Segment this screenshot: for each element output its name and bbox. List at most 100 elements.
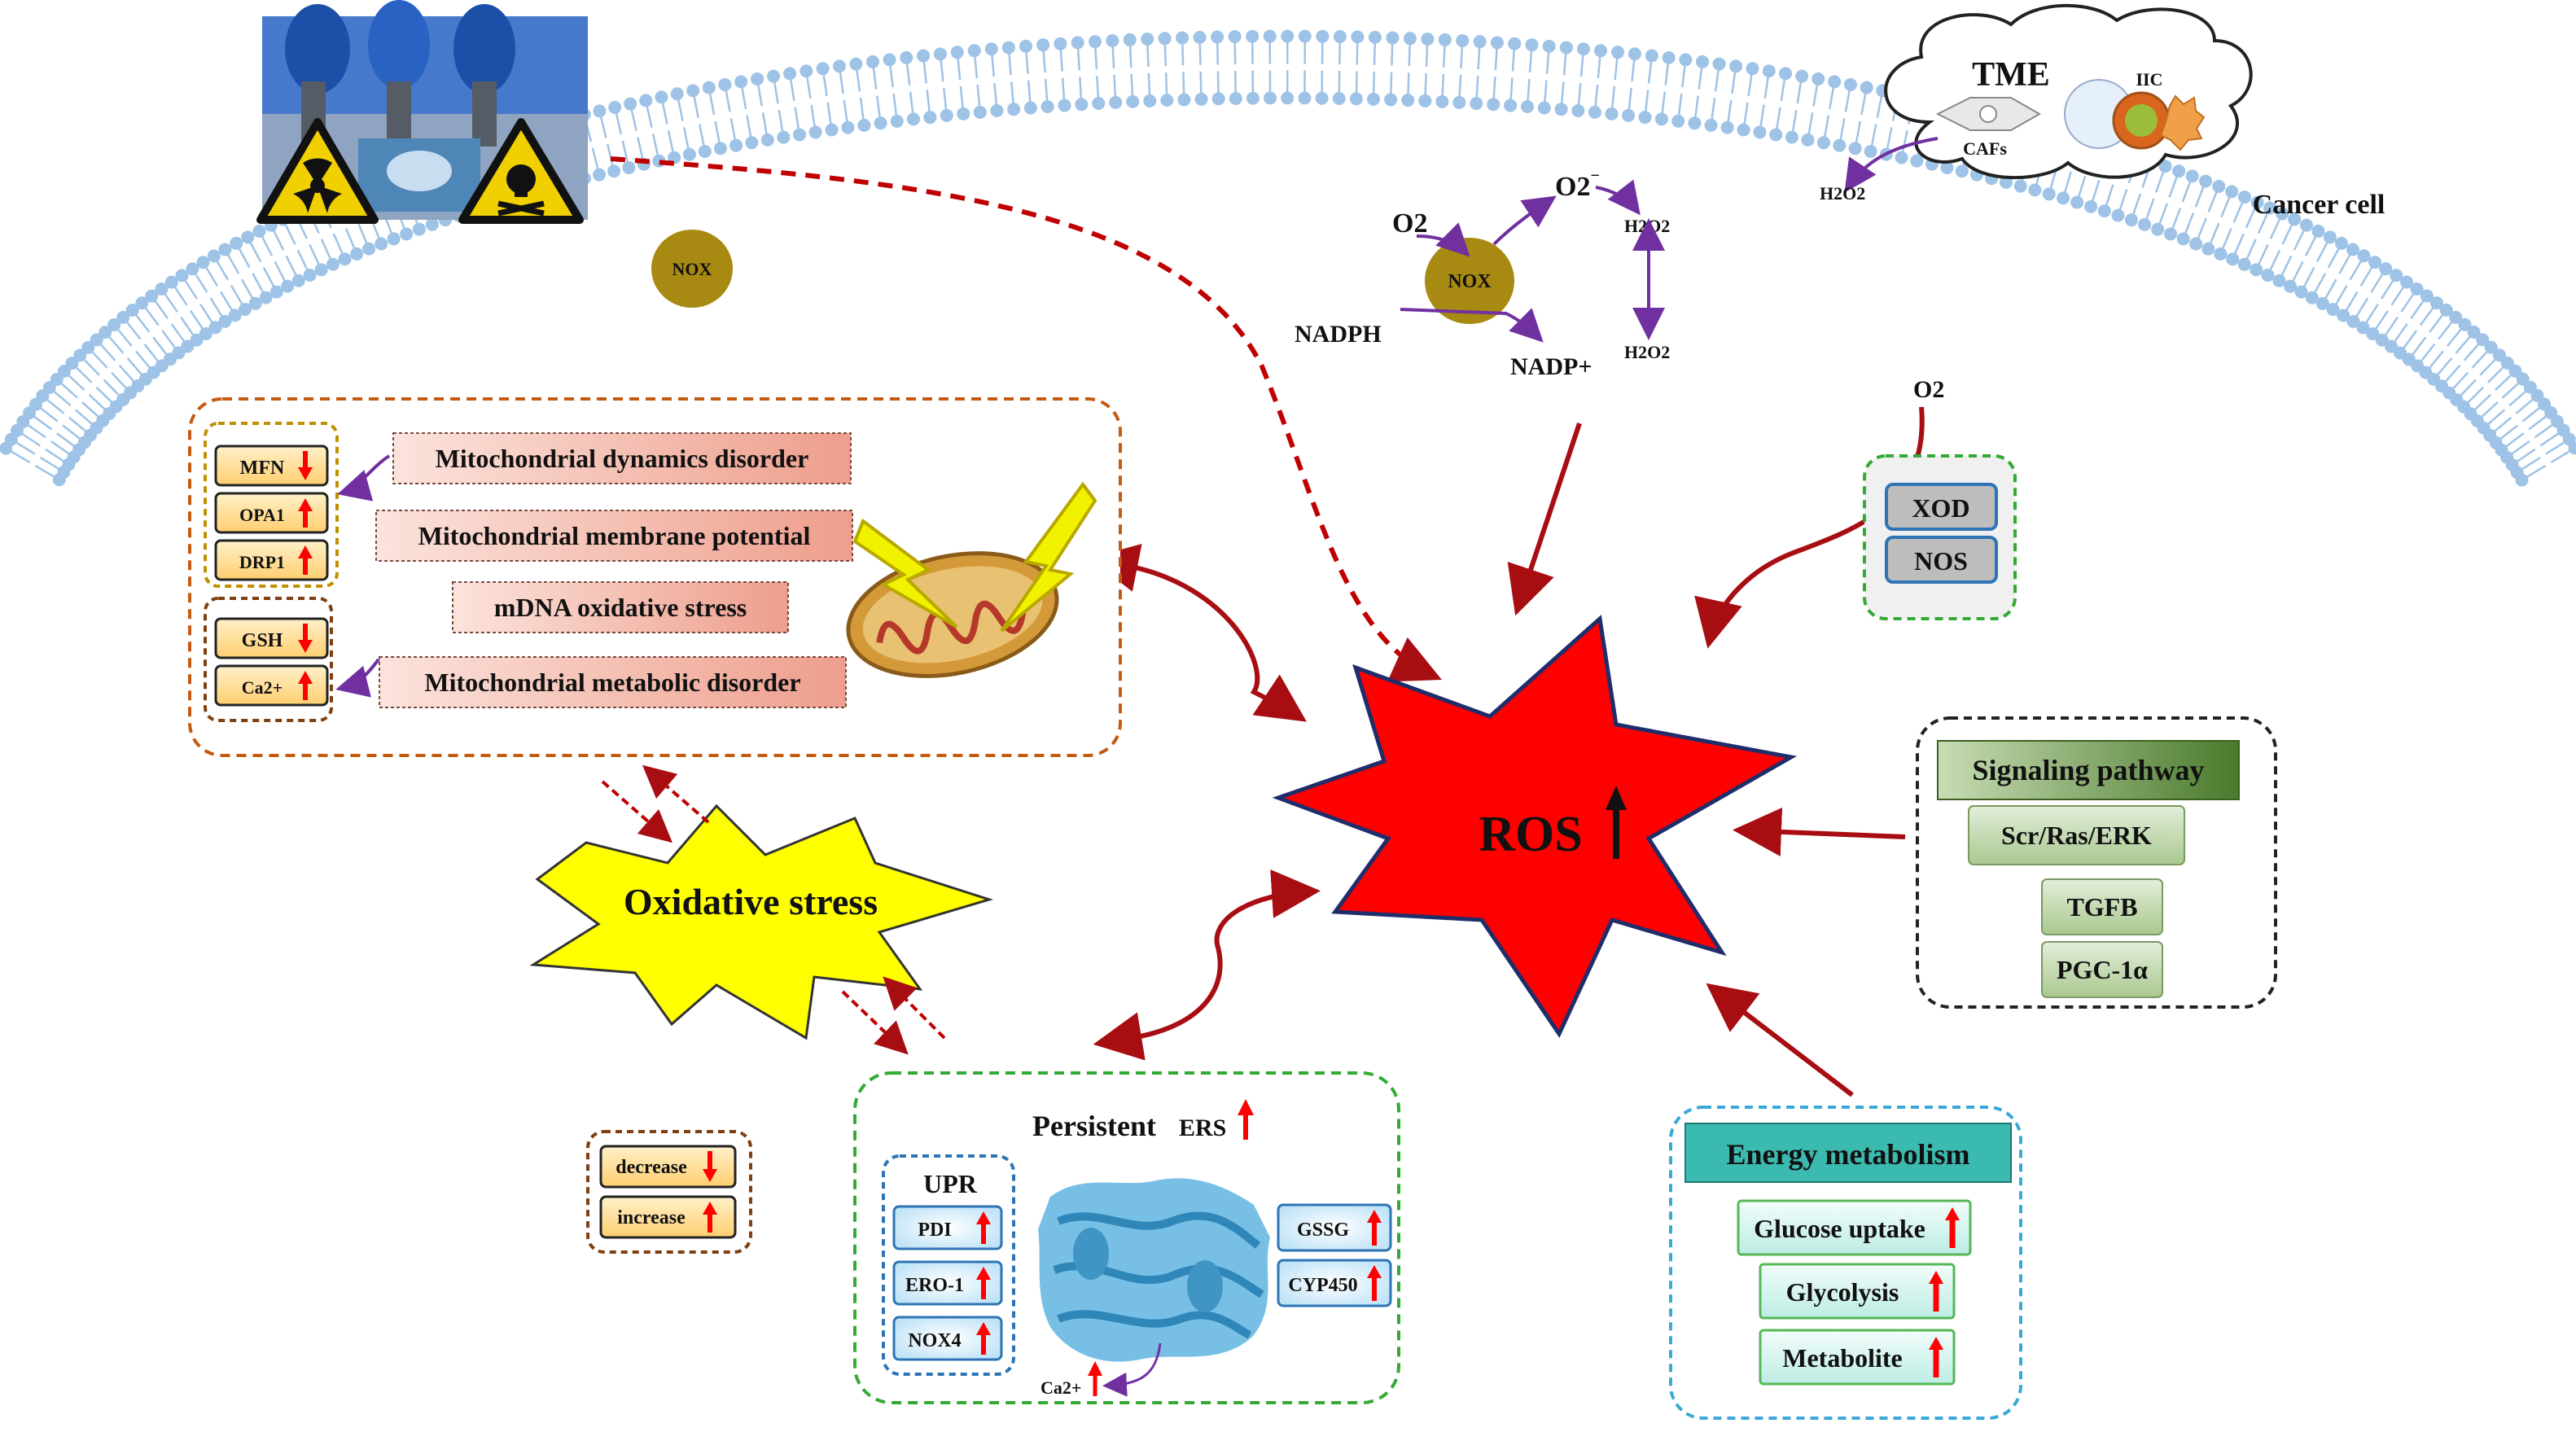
signaling-items: Scr/Ras/ERK TGFB PGC-1α bbox=[1968, 805, 2185, 998]
nox-to-ros-arrow bbox=[1507, 423, 1582, 616]
o2-in-label: O2 bbox=[1392, 208, 1427, 239]
signaling-item-2: PGC-1α bbox=[2057, 955, 2148, 984]
dynamics-marker-box-0 bbox=[214, 444, 329, 487]
toxic-warning-icon bbox=[458, 118, 584, 224]
dynamics-marker-box-2 bbox=[214, 539, 329, 581]
energy-item-box-1 bbox=[1759, 1263, 1956, 1320]
ros-up-arrow-icon bbox=[1606, 786, 1627, 859]
dynamics-marker-label-2: DRP1 bbox=[239, 552, 285, 572]
er-ca-up-arrow-icon bbox=[1088, 1361, 1102, 1396]
energy-item-box-2 bbox=[1759, 1329, 1956, 1386]
endoplasmic-reticulum-icon bbox=[1038, 1178, 1270, 1362]
metabolic-marker-box-0 bbox=[214, 617, 329, 659]
energy-item-0: Glucose uptake bbox=[1754, 1214, 1925, 1243]
ers-persistent-label: Persistent bbox=[1032, 1110, 1156, 1142]
down-arrow-icon bbox=[703, 1151, 717, 1182]
tme-title: TME bbox=[1972, 56, 2050, 94]
legend-item-box-1 bbox=[599, 1195, 737, 1239]
enzyme-xod-label: XOD bbox=[1912, 493, 1969, 523]
ros-label: ROS bbox=[1479, 807, 1582, 862]
up-arrow-icon bbox=[298, 498, 313, 528]
up-arrow-icon bbox=[1929, 1337, 1943, 1377]
nox-right-label: NOX bbox=[1448, 271, 1492, 292]
dynamics-marker-label-0: MFN bbox=[240, 458, 285, 479]
mitochondria-labels: Mitochondrial dynamics disorderMitochond… bbox=[375, 432, 853, 708]
up-arrow-icon bbox=[1945, 1207, 1960, 1248]
er-ca-label: Ca2+ bbox=[1040, 1377, 1081, 1398]
signaling-item-box-1 bbox=[2041, 878, 2163, 935]
energy-item-1: Glycolysis bbox=[1786, 1277, 1899, 1307]
energy-to-ros-arrow bbox=[1706, 983, 1854, 1097]
oxidative-stress-burst: Oxidative stress bbox=[529, 804, 994, 1040]
ers-right-item-box-1 bbox=[1277, 1259, 1392, 1307]
mito-label-box-3 bbox=[379, 656, 847, 708]
legend-items: decrease increase bbox=[599, 1145, 737, 1239]
oxidative-ers-arrows bbox=[841, 976, 946, 1055]
energy-item-box-0 bbox=[1737, 1199, 1972, 1256]
enzyme-nos-label: NOS bbox=[1914, 546, 1968, 576]
ers-label: ERS bbox=[1179, 1115, 1226, 1141]
carcinogen-image bbox=[256, 0, 588, 224]
tme-cloud: TME IIC CAFs bbox=[1884, 3, 2253, 180]
tme-h2o2-label: H2O2 bbox=[1820, 183, 1865, 204]
immune-cell-icon bbox=[2064, 79, 2206, 151]
metabolic-marker-label-0: GSH bbox=[242, 630, 283, 651]
mito-label-0: Mitochondrial dynamics disorder bbox=[436, 444, 809, 473]
o2-right-label: O2 bbox=[1913, 376, 1944, 403]
mito-label-1: Mitochondrial membrane potential bbox=[418, 521, 811, 550]
nadph-label: NADPH bbox=[1295, 321, 1382, 348]
upr-item-box-1 bbox=[892, 1260, 1003, 1306]
upr-item-1: ERO-1 bbox=[905, 1275, 964, 1296]
ers-right-item-1: CYP450 bbox=[1288, 1275, 1357, 1296]
up-arrow-icon bbox=[1929, 1271, 1943, 1312]
legend-item-0: decrease bbox=[616, 1157, 687, 1178]
signaling-item-0: Scr/Ras/ERK bbox=[2001, 821, 2152, 850]
signaling-to-ros-arrow bbox=[1733, 807, 1906, 856]
ers-right-item-box-0 bbox=[1277, 1203, 1392, 1252]
cafs-label: CAFs bbox=[1963, 138, 2007, 159]
xod-nos-panel: XOD NOS bbox=[1863, 454, 2017, 620]
legend-item-box-0 bbox=[599, 1145, 737, 1189]
radiation-warning-icon bbox=[256, 118, 379, 224]
mito-ros-arrow bbox=[1089, 543, 1307, 722]
dynamics-marker-box-1 bbox=[214, 492, 329, 534]
superoxide-label: O2− bbox=[1555, 167, 1600, 202]
cancer-cell-label: Cancer cell bbox=[2253, 190, 2385, 220]
iic-label: IIC bbox=[2136, 69, 2162, 90]
ers-right-items: GSSG CYP450 bbox=[1277, 1203, 1392, 1307]
upr-item-0: PDI bbox=[918, 1220, 951, 1241]
nox-right: NOX bbox=[1425, 238, 1514, 324]
upr-item-box-0 bbox=[892, 1205, 1003, 1250]
energy-panel: Energy metabolism Glucose uptakeGlycolys… bbox=[1669, 1106, 2022, 1420]
up-arrow-icon bbox=[1367, 1210, 1382, 1246]
nox-left-label: NOX bbox=[672, 259, 712, 279]
metabolic-marker-arrow bbox=[335, 658, 380, 698]
lightning-icon bbox=[852, 481, 1097, 633]
legend-item-1: increase bbox=[617, 1207, 686, 1228]
up-arrow-icon bbox=[703, 1202, 717, 1233]
metabolic-marker-label-1: Ca2+ bbox=[242, 677, 283, 698]
signaling-item-1: TGFB bbox=[2066, 892, 2137, 922]
ers-up-arrow-icon bbox=[1238, 1099, 1254, 1140]
energy-item-2: Metabolite bbox=[1782, 1343, 1903, 1373]
ers-right-item-0: GSSG bbox=[1297, 1220, 1349, 1241]
down-arrow-icon bbox=[298, 624, 313, 653]
metabolic-marker-box-1 bbox=[214, 664, 329, 707]
upr-title: UPR bbox=[923, 1169, 978, 1198]
nox-left: NOX bbox=[651, 230, 733, 308]
upr-item-2: NOX4 bbox=[908, 1330, 961, 1351]
dynamics-marker-label-1: OPA1 bbox=[239, 505, 285, 525]
mito-label-box-0 bbox=[392, 432, 852, 484]
nox-to-superoxide-arrow bbox=[1492, 195, 1557, 246]
upr-item-box-2 bbox=[892, 1316, 1003, 1361]
mito-label-2: mDNA oxidative stress bbox=[494, 593, 747, 622]
nadph-to-nadp-arrow bbox=[1400, 308, 1544, 343]
ros-burst: ROS bbox=[1272, 615, 1798, 1039]
tme-h2o2-arrow bbox=[1844, 137, 1939, 193]
ers-ros-arrow bbox=[1093, 869, 1321, 1061]
